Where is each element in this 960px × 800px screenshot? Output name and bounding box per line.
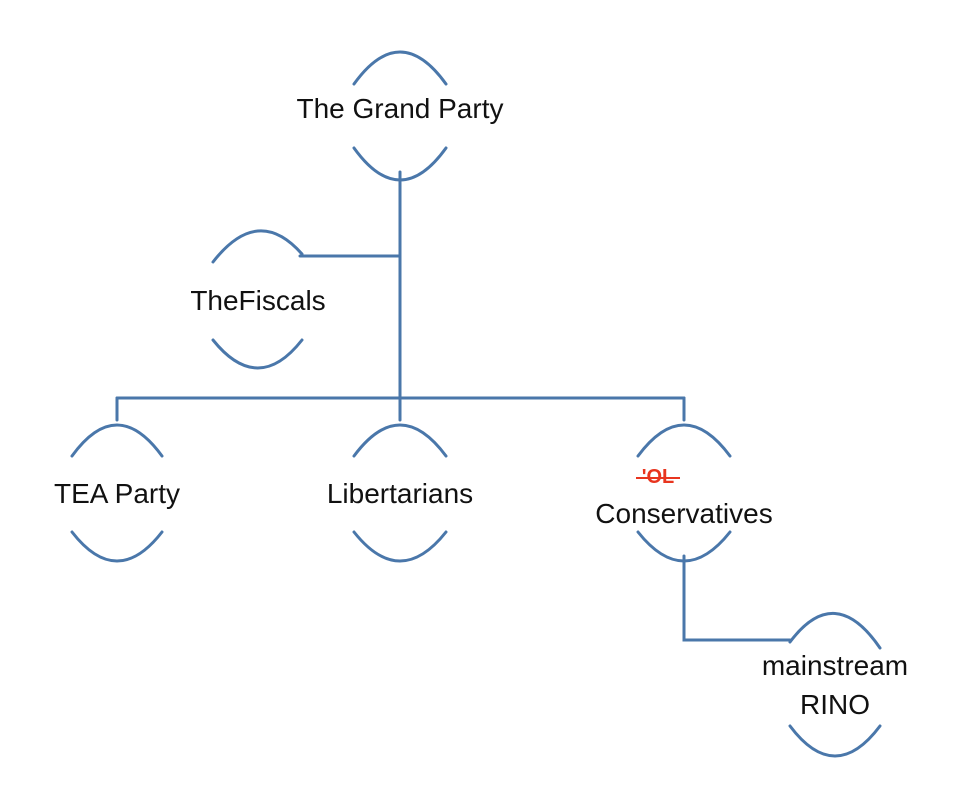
node-libertarians: Libertarians	[327, 423, 473, 563]
node-libertarians-bottom-arc	[352, 530, 448, 563]
node-conservatives-bottom-arc	[636, 530, 732, 563]
node-conservatives: 'OL Conservatives	[595, 423, 773, 563]
node-libertarians-top-arc	[352, 423, 448, 458]
connector-rino	[682, 554, 792, 642]
node-fiscals: TheFiscals	[190, 229, 326, 370]
node-tea-party-top-arc	[70, 423, 164, 458]
node-rino-label-line2: RINO	[800, 689, 870, 720]
node-grand-party: The Grand Party	[297, 50, 504, 182]
node-fiscals-bottom-arc	[211, 338, 304, 370]
node-conservatives-top-arc	[636, 423, 732, 458]
node-tea-party-label: TEA Party	[54, 478, 180, 509]
node-grand-party-bottom-arc	[352, 146, 448, 182]
node-rino: mainstream RINO	[762, 612, 908, 758]
node-grand-party-label: The Grand Party	[297, 93, 504, 124]
node-fiscals-label: TheFiscals	[190, 285, 325, 316]
connectors	[115, 170, 792, 642]
node-grand-party-top-arc	[352, 50, 448, 86]
node-rino-top-arc	[788, 612, 882, 650]
node-rino-label-line1: mainstream	[762, 650, 908, 681]
node-fiscals-top-arc	[211, 229, 304, 264]
node-libertarians-label: Libertarians	[327, 478, 473, 509]
node-conservatives-label: Conservatives	[595, 498, 772, 529]
node-rino-bottom-arc	[788, 724, 882, 758]
node-tea-party: TEA Party	[54, 423, 180, 563]
node-tea-party-bottom-arc	[70, 530, 164, 563]
